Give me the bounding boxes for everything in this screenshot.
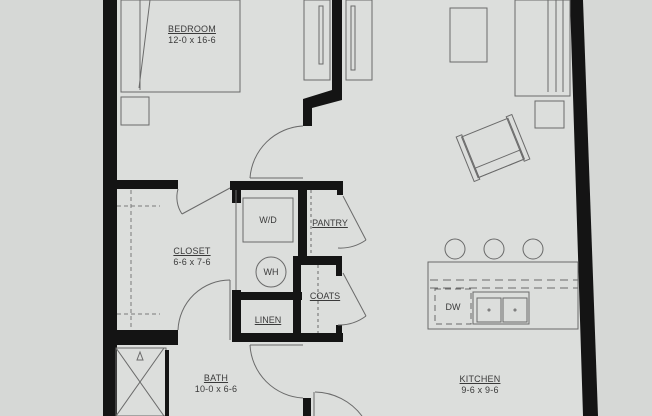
water-heater-label: WH	[263, 267, 279, 277]
utility-fixtures	[235, 190, 319, 333]
room-dimensions: 6-6 x 7-6	[173, 257, 211, 267]
wardrobes	[303, 0, 373, 81]
kitchen-counter	[427, 238, 579, 330]
coats-label: COATS	[309, 291, 341, 301]
room-name: KITCHEN	[459, 374, 501, 384]
room-label-bedroom: BEDROOM 12-0 x 16-6	[150, 24, 234, 46]
room-dimensions: 9-6 x 9-6	[461, 385, 499, 395]
dishwasher-label: DW	[445, 302, 461, 312]
floor-area	[110, 0, 590, 416]
washer-dryer-label: W/D	[259, 215, 277, 225]
linen-label: LINEN	[254, 315, 282, 325]
room-name: BEDROOM	[168, 24, 216, 34]
living-furniture	[449, 0, 571, 183]
shower-wall	[165, 350, 169, 416]
room-name: BATH	[203, 373, 229, 383]
room-dimensions: 10-0 x 6-6	[194, 384, 238, 394]
room-label-bath: BATH 10-0 x 6-6	[184, 373, 248, 395]
room-dimensions: 12-0 x 16-6	[168, 35, 216, 45]
room-label-closet: CLOSET 6-6 x 7-6	[160, 246, 224, 268]
bed	[120, 0, 241, 126]
pantry-label: PANTRY	[312, 218, 348, 228]
room-label-kitchen: KITCHEN 9-6 x 9-6	[444, 374, 516, 396]
exterior-walls	[103, 0, 598, 416]
room-name: CLOSET	[173, 246, 211, 256]
door-swings	[176, 125, 367, 416]
closet-shelves	[117, 190, 160, 330]
